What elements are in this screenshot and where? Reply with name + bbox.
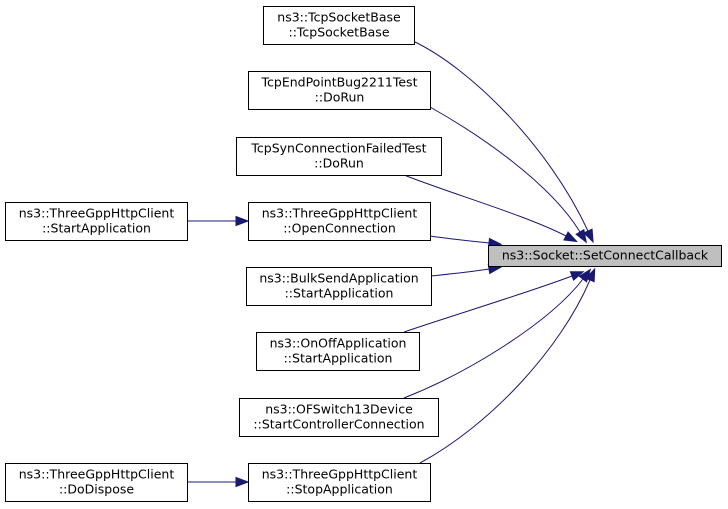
edge-line [412,40,589,232]
node-label: ns3::BulkSendApplication [259,271,418,286]
node-box[interactable] [239,398,439,437]
node-tcpsocketbase[interactable]: ns3::TcpSocketBase::TcpSocketBase [263,6,415,45]
edge-line [429,106,581,233]
edge-line [403,278,584,399]
node-ofswitch-startctrl[interactable]: ns3::OFSwitch13Device::StartControllerCo… [239,398,439,437]
node-box[interactable] [5,202,188,241]
edge-line [430,268,490,277]
node-label: ::DoRun [315,90,365,105]
edge-tcpsocketbase-to-socket-setconnectcb [412,40,594,244]
node-label: ::TcpSocketBase [288,25,389,40]
nodes-layer: ns3::TcpSocketBase::TcpSocketBaseTcpEndP… [5,6,722,502]
node-label: TcpEndPointBug2211Test [261,75,418,90]
edge-tcpendpointbug-to-socket-setconnectcb [429,106,588,244]
node-tcpsynconnfailed[interactable]: TcpSynConnectionFailedTest::DoRun [236,137,442,176]
node-label: ::StopApplication [286,482,393,497]
node-box[interactable] [248,202,431,241]
node-label: ::StartApplication [284,351,393,366]
node-label: ns3::OFSwitch13Device [265,402,413,417]
node-label: ns3::ThreeGppHttpClient [19,206,175,221]
arrowhead-icon [585,267,596,283]
arrowhead-icon [583,228,594,244]
arrowhead-icon [563,231,578,243]
node-label: ::OpenConnection [283,221,396,236]
edge-client-startapp-to-client-openconn [187,215,250,227]
edge-client-stopapp-to-socket-setconnectcb [419,267,596,464]
node-box[interactable] [5,463,188,502]
arrowhead-icon [569,271,585,282]
node-label: ns3::Socket::SetConnectCallback [502,248,709,263]
edge-line [419,279,591,464]
node-label: ns3::TcpSocketBase [277,10,401,25]
edge-line [429,235,490,244]
node-label: ::StartControllerConnection [253,417,424,432]
node-label: ::StartApplication [42,221,151,236]
node-client-stopapp[interactable]: ns3::ThreeGppHttpClient::StopApplication [248,463,431,502]
node-box[interactable] [263,6,415,45]
arrowhead-icon [235,215,250,227]
node-label: TcpSynConnectionFailedTest [250,141,426,156]
edge-line [403,275,573,333]
node-label: ns3::ThreeGppHttpClient [262,206,418,221]
node-box[interactable] [236,137,442,176]
node-label: ns3::OnOffApplication [270,336,407,351]
edge-line [403,174,567,237]
node-socket-setconnectcb[interactable]: ns3::Socket::SetConnectCallback [488,245,722,267]
edge-client-dodispose-to-client-stopapp [187,476,250,488]
edges-layer [187,40,596,488]
node-client-openconn[interactable]: ns3::ThreeGppHttpClient::OpenConnection [248,202,431,241]
node-onoff-startapp[interactable]: ns3::OnOffApplication::StartApplication [256,332,420,371]
node-label: ns3::ThreeGppHttpClient [19,467,175,482]
arrowhead-icon [235,476,250,488]
node-box[interactable] [488,245,722,267]
node-box[interactable] [256,332,420,371]
node-tcpendpointbug[interactable]: TcpEndPointBug2211Test::DoRun [248,71,431,110]
node-client-dodispose[interactable]: ns3::ThreeGppHttpClient::DoDispose [5,463,188,502]
edge-tcpsynconnfailed-to-socket-setconnectcb [403,174,578,243]
node-client-startapp[interactable]: ns3::ThreeGppHttpClient::StartApplicatio… [5,202,188,241]
node-label: ::DoRun [314,156,364,171]
node-label: ::StartApplication [285,286,394,301]
node-label: ::DoDispose [59,482,134,497]
node-box[interactable] [248,463,431,502]
node-label: ns3::ThreeGppHttpClient [262,467,418,482]
node-box[interactable] [248,71,431,110]
edge-onoff-startapp-to-socket-setconnectcb [403,271,585,333]
node-box[interactable] [246,267,432,306]
node-bulksend-startapp[interactable]: ns3::BulkSendApplication::StartApplicati… [246,267,432,306]
arrowhead-icon [575,228,588,244]
